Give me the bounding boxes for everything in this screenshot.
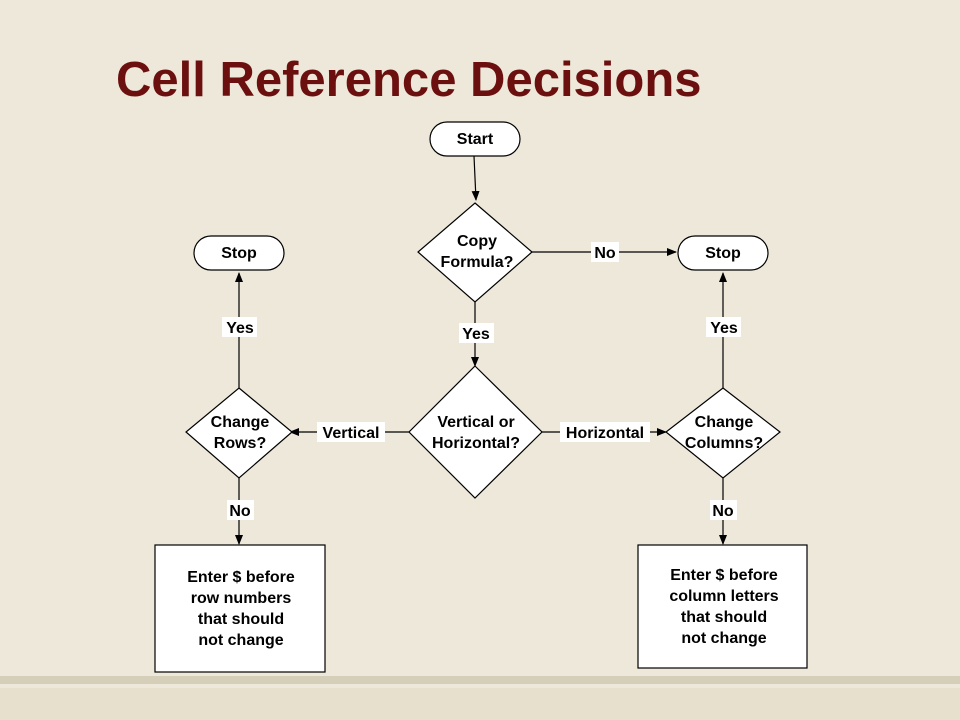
decision-vertical-or-horizontal: Vertical or Horizontal? (408, 365, 543, 499)
start-label: Start (457, 131, 494, 148)
change-columns-line-2: Columns? (685, 435, 763, 452)
vert-horiz-line-2: Horizontal? (432, 435, 520, 452)
edge-label-copy-yes: Yes (459, 323, 494, 343)
copy-no-text: No (594, 245, 616, 262)
change-rows-line-2: Rows? (214, 435, 266, 452)
vertical-text: Vertical (323, 425, 380, 442)
cols-yes-text: Yes (710, 320, 738, 337)
rows-no-text: No (229, 503, 251, 520)
edge-label-cols-no: No (710, 500, 737, 520)
start-node: Start (429, 121, 521, 157)
edge-label-rows-yes: Yes (222, 317, 257, 337)
rows-action-line-3: that should (198, 611, 284, 628)
rows-action-line-1: Enter $ before (187, 569, 295, 586)
edge-label-cols-yes: Yes (706, 317, 741, 337)
cols-action-line-4: not change (681, 630, 766, 647)
cols-action-line-2: column letters (669, 588, 778, 605)
stop-right-label: Stop (705, 245, 741, 262)
stop-node-left: Stop (193, 235, 285, 271)
change-columns-line-1: Change (695, 414, 754, 431)
rows-action-line-4: not change (198, 632, 283, 649)
cols-action-line-1: Enter $ before (670, 567, 778, 584)
cols-no-text: No (712, 503, 734, 520)
edge-start-to-copy (471, 155, 480, 201)
slide-title: Cell Reference Decisions (116, 53, 702, 107)
copy-formula-line-2: Formula? (441, 254, 514, 271)
footer-band-bottom (0, 688, 960, 720)
stop-left-label: Stop (221, 245, 257, 262)
decision-copy-formula: Copy Formula? (417, 202, 533, 303)
action-box-columns: Enter $ before column letters that shoul… (637, 544, 808, 669)
edge-label-rows-no: No (227, 500, 254, 520)
horizontal-text: Horizontal (566, 425, 644, 442)
edge-label-horizontal: Horizontal (560, 422, 650, 442)
action-box-rows: Enter $ before row numbers that should n… (154, 544, 326, 673)
decision-change-rows: Change Rows? (185, 387, 293, 479)
edge-label-copy-no: No (591, 242, 619, 262)
change-rows-line-1: Change (211, 414, 270, 431)
cols-action-line-3: that should (681, 609, 767, 626)
stop-node-right: Stop (677, 235, 769, 271)
rows-action-line-2: row numbers (191, 590, 292, 607)
edge-label-vertical: Vertical (317, 422, 385, 442)
copy-yes-text: Yes (462, 326, 490, 343)
footer-band-top (0, 676, 960, 684)
rows-yes-text: Yes (226, 320, 254, 337)
decision-change-columns: Change Columns? (665, 387, 781, 479)
vert-horiz-line-1: Vertical or (437, 414, 514, 431)
copy-formula-line-1: Copy (457, 233, 497, 250)
